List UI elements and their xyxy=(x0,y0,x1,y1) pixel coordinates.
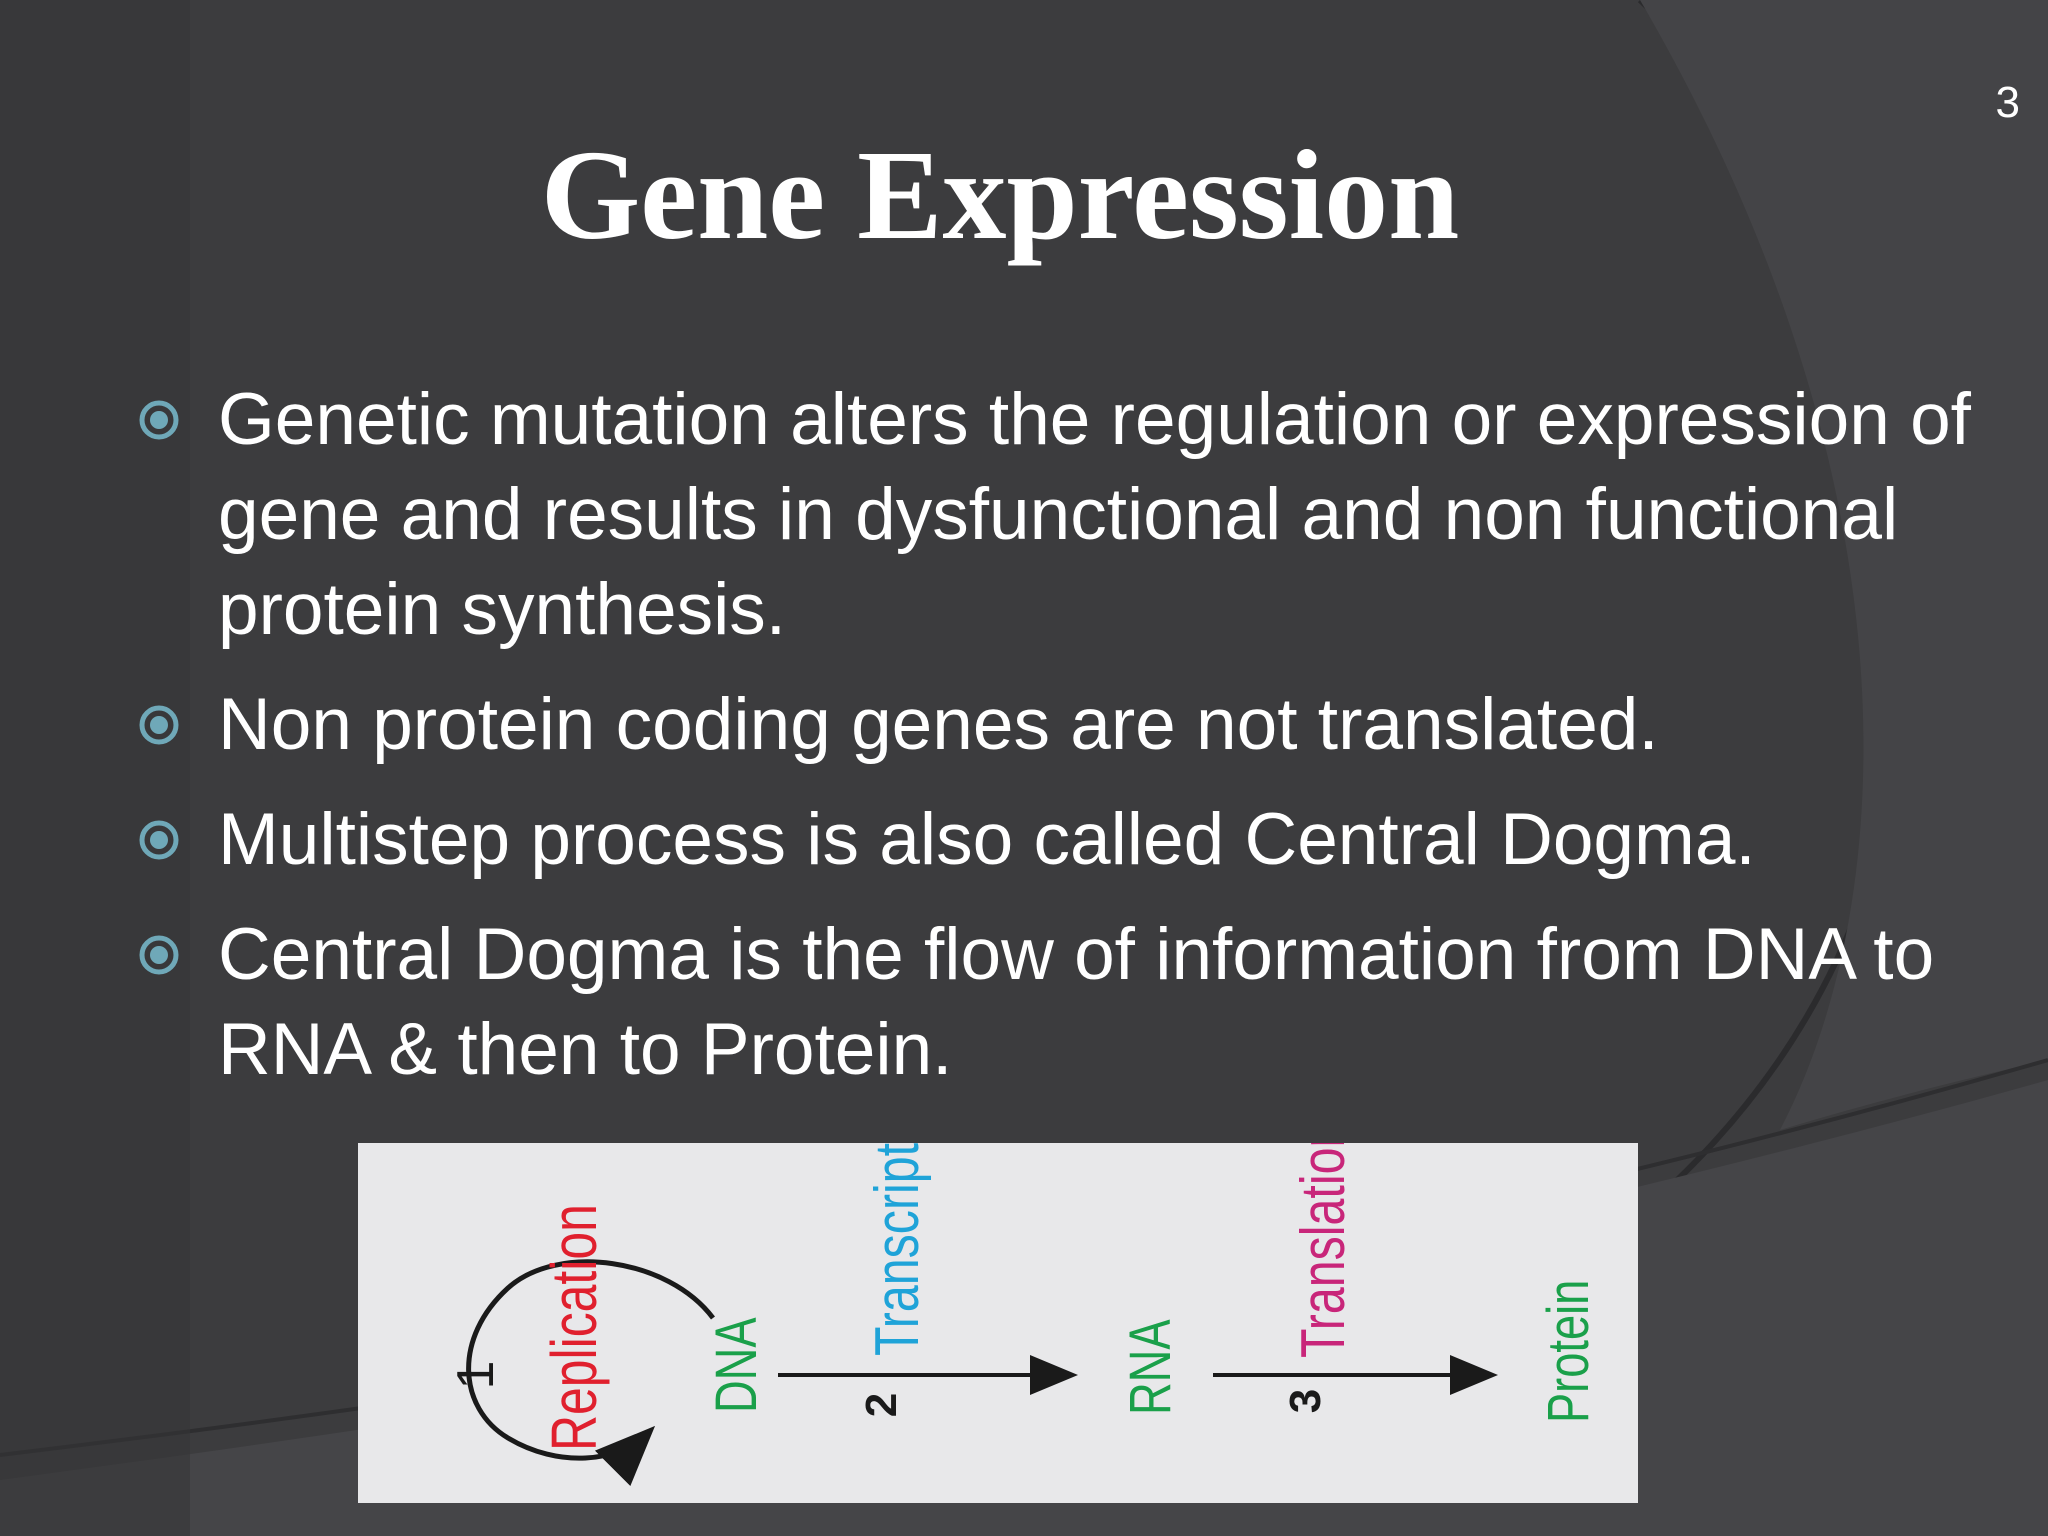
protein-label: Protein xyxy=(1537,1280,1602,1423)
step-2-label: 2 xyxy=(857,1393,906,1417)
bullet-text: Genetic mutation alters the regulation o… xyxy=(218,379,1971,650)
bullet-item: Multistep process is also called Central… xyxy=(128,792,2008,887)
circle-bullet-icon xyxy=(139,705,179,745)
translation-label: Translation xyxy=(1288,1143,1357,1358)
central-dogma-diagram: 1 Replication DNA 2 Transcription RNA 3 … xyxy=(358,1143,1638,1503)
bullet-item: Central Dogma is the flow of information… xyxy=(128,907,2008,1097)
replication-loop-arrow xyxy=(466,1259,715,1487)
circle-bullet-icon xyxy=(139,400,179,440)
slide-title: Gene Expression xyxy=(540,124,1460,266)
dna-label: DNA xyxy=(705,1317,770,1413)
step-3-label: 3 xyxy=(1281,1389,1330,1413)
bullet-text: Multistep process is also called Central… xyxy=(218,799,1756,880)
replication-label: Replication xyxy=(539,1204,610,1451)
bullet-item: Non protein coding genes are not transla… xyxy=(128,677,2008,772)
slide-number: 3 xyxy=(1995,78,2020,127)
transcription-label: Transcription xyxy=(862,1143,931,1356)
step-1-label: 1 xyxy=(447,1361,505,1390)
bullet-text: Non protein coding genes are not transla… xyxy=(218,684,1659,765)
rna-label: RNA xyxy=(1119,1319,1184,1415)
circle-bullet-icon xyxy=(139,820,179,860)
bullet-text: Central Dogma is the flow of information… xyxy=(218,914,1935,1090)
circle-bullet-icon xyxy=(139,935,179,975)
bullet-list: Genetic mutation alters the regulation o… xyxy=(128,372,2008,1117)
central-dogma-svg: 1 Replication DNA 2 Transcription RNA 3 … xyxy=(447,1143,1602,1487)
bullet-item: Genetic mutation alters the regulation o… xyxy=(128,372,2008,657)
